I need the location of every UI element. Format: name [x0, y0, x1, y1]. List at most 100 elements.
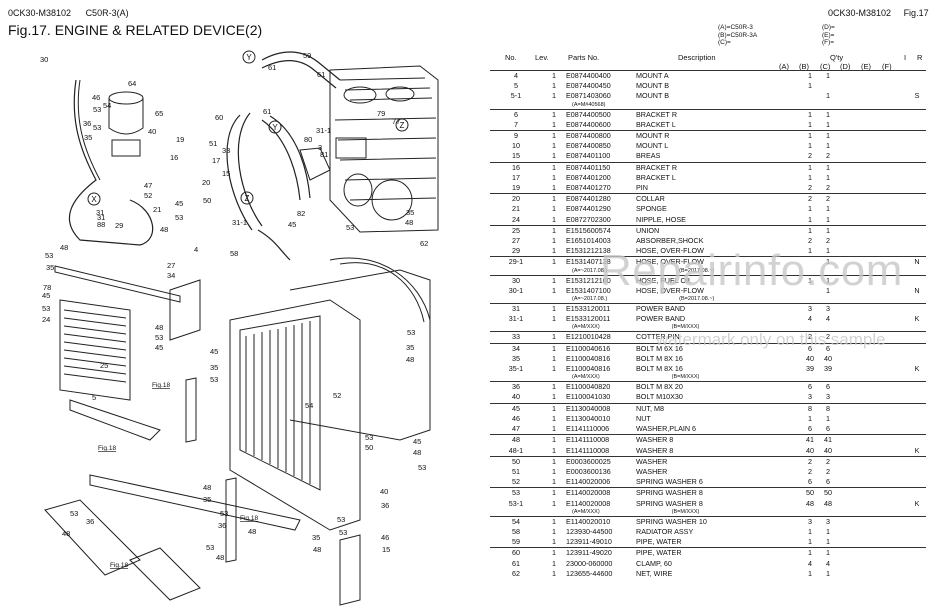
callout-number: 45: [413, 437, 421, 446]
part-level: 1: [552, 498, 556, 508]
qty-b: 1: [819, 256, 837, 268]
part-number: E0874400850: [566, 141, 611, 151]
serial-note-row: (A=M/XXX)(B=M/XXX): [490, 509, 926, 517]
part-description: BOLT M 6X 16: [636, 342, 801, 354]
part-description: PIPE, WATER: [636, 547, 801, 559]
callout-number: 51: [209, 139, 217, 148]
qty-other: [837, 414, 908, 424]
part-level: 1: [542, 455, 566, 467]
qty-b: 1: [819, 161, 837, 173]
callout-number: 48: [60, 243, 68, 252]
part-number: E1533120011: [566, 314, 611, 324]
part-number: E1531212100: [566, 274, 636, 286]
callout-number: 53: [337, 515, 345, 524]
qty-other: [837, 402, 908, 414]
part-level: 1: [552, 392, 556, 402]
part-ref-no: 30-1: [508, 285, 524, 295]
part-description: MOUNT A: [636, 70, 801, 82]
qty-a: 2: [801, 455, 819, 467]
part-description: BRACKET R: [636, 161, 801, 173]
part-number: 123911-49010: [566, 537, 612, 547]
part-number: E1651014003: [566, 236, 611, 246]
callout-number: 3: [318, 143, 322, 152]
callout-number: 54: [305, 401, 313, 410]
callout-number: 46: [92, 93, 100, 102]
serial-note: (A=M#40568): [490, 102, 926, 110]
part-ref-no: 33: [490, 331, 542, 344]
part-ref-no: 30: [490, 274, 542, 286]
part-level: 1: [552, 364, 556, 374]
qty-b: 1: [826, 119, 830, 129]
part-description: BOLT M 8X 16: [636, 364, 683, 374]
callout-number: 53: [346, 223, 354, 232]
part-number: E1140020010: [566, 515, 636, 527]
part-ref-no: 54: [490, 515, 542, 527]
part-level: 1: [542, 515, 566, 527]
qty-b: 1: [826, 214, 830, 224]
callout-number: 48: [160, 225, 168, 234]
remark-code: [908, 204, 926, 214]
qty-other: [837, 161, 908, 173]
qty-other: [837, 434, 908, 446]
serial-note-a: (A=M/XXX): [572, 508, 600, 515]
fig-number: Fig.17: [903, 8, 929, 18]
col-header-parts-no: Parts No.: [568, 53, 600, 62]
part-number: E0874401270: [566, 183, 611, 193]
part-ref-no: 7: [514, 119, 518, 129]
part-number: E0874400500: [566, 108, 636, 120]
qty-a: 1: [801, 108, 819, 120]
connection-marker: X: [87, 192, 101, 206]
qty-a: 2: [808, 466, 812, 476]
part-number: E1515600574: [566, 224, 636, 237]
part-ref-no: 5-1: [510, 91, 522, 101]
qty-other: [837, 467, 908, 477]
connection-marker-label: Y: [272, 123, 278, 132]
qty-b: 1: [826, 285, 830, 295]
connection-marker-label: X: [91, 195, 97, 204]
callout-number: 31-1: [232, 218, 247, 227]
qty-other: [837, 246, 908, 257]
connection-marker: Y: [268, 120, 282, 134]
qty-other: [837, 130, 908, 142]
part-ref-no: 5: [514, 81, 518, 91]
callout-number: 45: [42, 291, 50, 300]
part-description: NUT, M8: [636, 402, 801, 414]
callout-number: 36: [86, 517, 94, 526]
remark-code: S: [914, 91, 920, 101]
callout-number: 61: [317, 70, 325, 79]
serial-note-row: (A=M/XXX)(B=M/XXX): [490, 324, 926, 332]
callout-number: 50: [365, 443, 373, 452]
col-header-e: (E): [861, 62, 871, 71]
callout-number: 50: [203, 196, 211, 205]
qty-a: 4: [808, 314, 812, 324]
qty-other: [837, 173, 908, 183]
qty-a: 1: [801, 130, 819, 142]
part-level: 1: [542, 547, 566, 559]
part-description: ABSORBER,SHOCK: [636, 236, 704, 246]
part-ref-no: 20: [490, 193, 542, 205]
qty-other: [837, 342, 908, 354]
callout-number: 53: [93, 123, 101, 132]
qty-a: [801, 286, 819, 296]
part-level: 1: [552, 537, 556, 547]
qty-b: 1: [826, 413, 830, 423]
qty-a: 40: [806, 445, 814, 455]
qty-other: [837, 446, 908, 457]
part-ref-no: 40: [512, 392, 520, 402]
remark-code: [908, 424, 926, 435]
part-ref-no: 16: [490, 161, 542, 173]
part-level: 1: [542, 193, 566, 205]
qty-other: [837, 224, 908, 237]
callout-number: 25: [100, 361, 108, 370]
part-level: 1: [552, 151, 556, 161]
qty-other: [837, 141, 908, 151]
